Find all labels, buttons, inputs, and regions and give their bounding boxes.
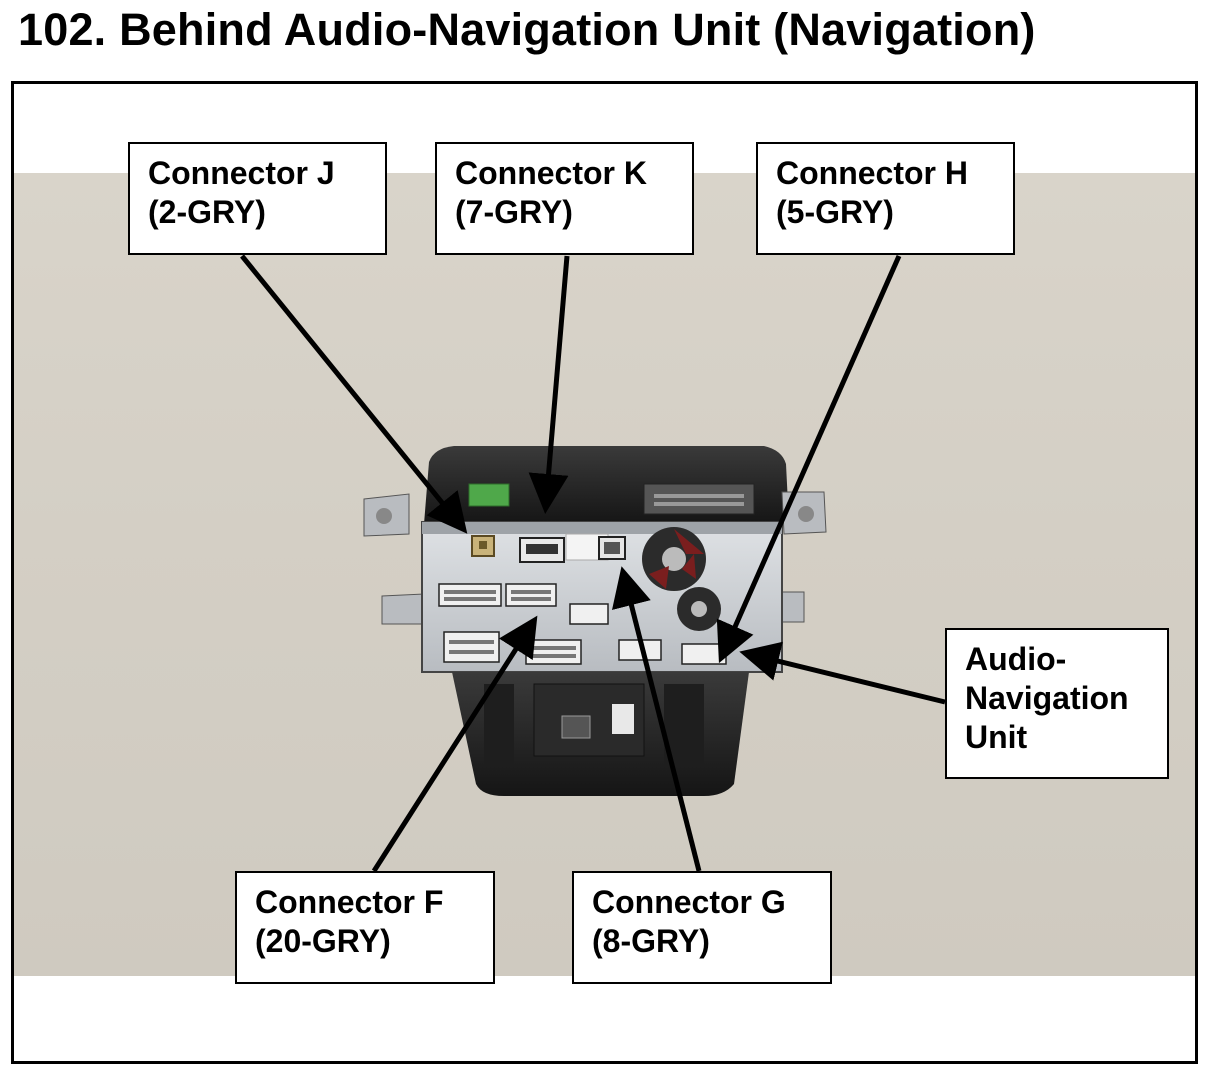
unit-label-line-2: Navigation xyxy=(965,680,1129,716)
green-label xyxy=(468,483,510,507)
connector-g-spec: (8-GRY) xyxy=(592,923,710,959)
connector-k-spec: (7-GRY) xyxy=(455,194,573,230)
unit-label-line-1: Audio- xyxy=(965,641,1067,677)
page-title: 102. Behind Audio-Navigation Unit (Navig… xyxy=(18,4,1036,55)
callout-connector-g: Connector G (8-GRY) xyxy=(572,871,832,984)
figure-frame: Connector J (2-GRY) Connector K (7-GRY) … xyxy=(11,81,1198,1064)
unit-label-line-3: Unit xyxy=(965,719,1028,755)
callout-connector-f: Connector F (20-GRY) xyxy=(235,871,495,984)
connector-g-label: Connector G xyxy=(592,884,786,920)
callout-audio-navigation-unit: Audio- Navigation Unit xyxy=(945,628,1169,779)
connector-j-label: Connector J xyxy=(148,155,335,191)
callout-connector-k: Connector K (7-GRY) xyxy=(435,142,694,255)
connector-j-spec: (2-GRY) xyxy=(148,194,266,230)
connector-h-spec: (5-GRY) xyxy=(776,194,894,230)
connector-h-label: Connector H xyxy=(776,155,968,191)
callout-connector-j: Connector J (2-GRY) xyxy=(128,142,387,255)
callout-connector-h: Connector H (5-GRY) xyxy=(756,142,1015,255)
connector-k-label: Connector K xyxy=(455,155,647,191)
connector-f-label: Connector F xyxy=(255,884,444,920)
connector-f-spec: (20-GRY) xyxy=(255,923,391,959)
